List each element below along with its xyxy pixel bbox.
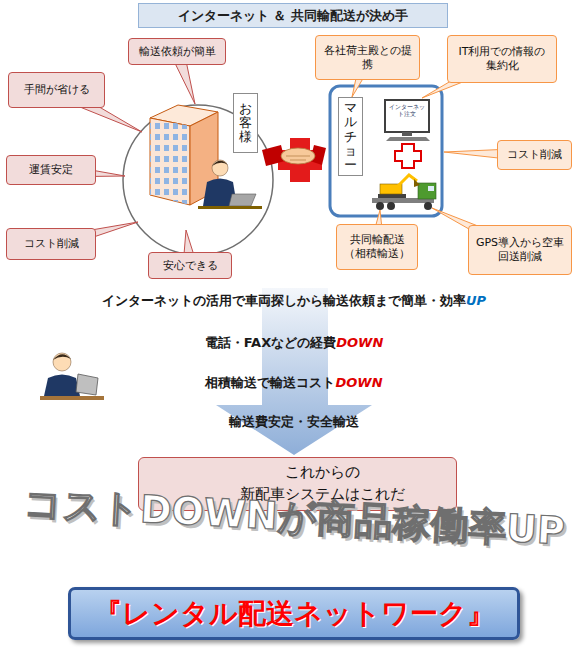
note-text: インターネットの活用で車両探しから輸送依頼まで簡単・効率 (102, 292, 466, 310)
note-text: 相積輸送で輸送コスト (205, 374, 335, 392)
callout-bubble: 運賃安定 (6, 155, 96, 185)
emphasis-text: UP (466, 293, 486, 308)
screen-text: インターネット注文 (387, 103, 427, 117)
handshake-icon (262, 138, 326, 182)
box-text: 輸送依頼が簡単 (139, 45, 216, 59)
emphasis-text: DOWN (335, 375, 382, 390)
vertical-label-box: マルチョー (338, 97, 363, 176)
note-text: 電話・FAXなどの経費 (205, 334, 336, 352)
plus-sign (395, 144, 421, 168)
callout-bubble: 各社荷主殿との提携 (315, 35, 420, 80)
truck-icon (372, 175, 436, 210)
text-row: 電話・FAXなどの経費DOWN (0, 334, 588, 352)
callout-bubble: IT利用での情報の集約化 (447, 35, 557, 83)
down-arrow (216, 288, 372, 455)
box-text: これからの (285, 462, 360, 484)
vertical-label-box: お客様 (233, 93, 258, 153)
customer-person-icon (198, 160, 262, 209)
box-text: マルチョー (344, 101, 357, 172)
text-row: 相積輸送で輸送コストDOWN (0, 374, 588, 392)
box-text: コスト削減 (24, 237, 79, 251)
box-text: 共同輸配送（相積輸送） (343, 233, 411, 261)
office-worker-icon (40, 353, 104, 400)
title-text: インターネット ＆ 共同輸配送が決め手 (178, 7, 408, 25)
emphasis-text: DOWN (336, 335, 383, 350)
box-text: 安心できる (163, 259, 218, 273)
computer-icon (385, 100, 430, 141)
box-text: お客様 (239, 102, 252, 145)
callout-bubble: コスト削減 (6, 228, 96, 260)
service-name-box: 『レンタル配送ネットワーク』 (68, 587, 520, 640)
callout-bubble: GPS導入から空車回送削減 (468, 225, 572, 275)
text-row: 輸送費安定・安全輸送 (0, 413, 588, 431)
box-text: 手間が省ける (24, 83, 90, 97)
box-text: 各社荷主殿との提携 (322, 44, 413, 72)
note-text: 輸送費安定・安全輸送 (229, 413, 359, 431)
callout-bubble: 安心できる (148, 252, 232, 279)
callout-bubble: 輸送依頼が簡単 (128, 38, 226, 65)
title-bar: インターネット ＆ 共同輸配送が決め手 (138, 3, 448, 28)
text-row: インターネットの活用で車両探しから輸送依頼まで簡単・効率UP (0, 292, 588, 310)
box-text: IT利用での情報の集約化 (454, 45, 550, 73)
company-panel (330, 86, 442, 216)
callout-bubble: 手間が省ける (8, 72, 105, 108)
callout-bubble: コスト削減 (497, 140, 572, 170)
box-text: GPS導入から空車回送削減 (475, 236, 565, 264)
box-text: コスト削減 (507, 148, 562, 162)
box-text: 運賃安定 (29, 163, 73, 177)
box-text: 『レンタル配送ネットワーク』 (94, 596, 495, 631)
callout-bubble: 共同輸配送（相積輸送） (336, 224, 418, 270)
